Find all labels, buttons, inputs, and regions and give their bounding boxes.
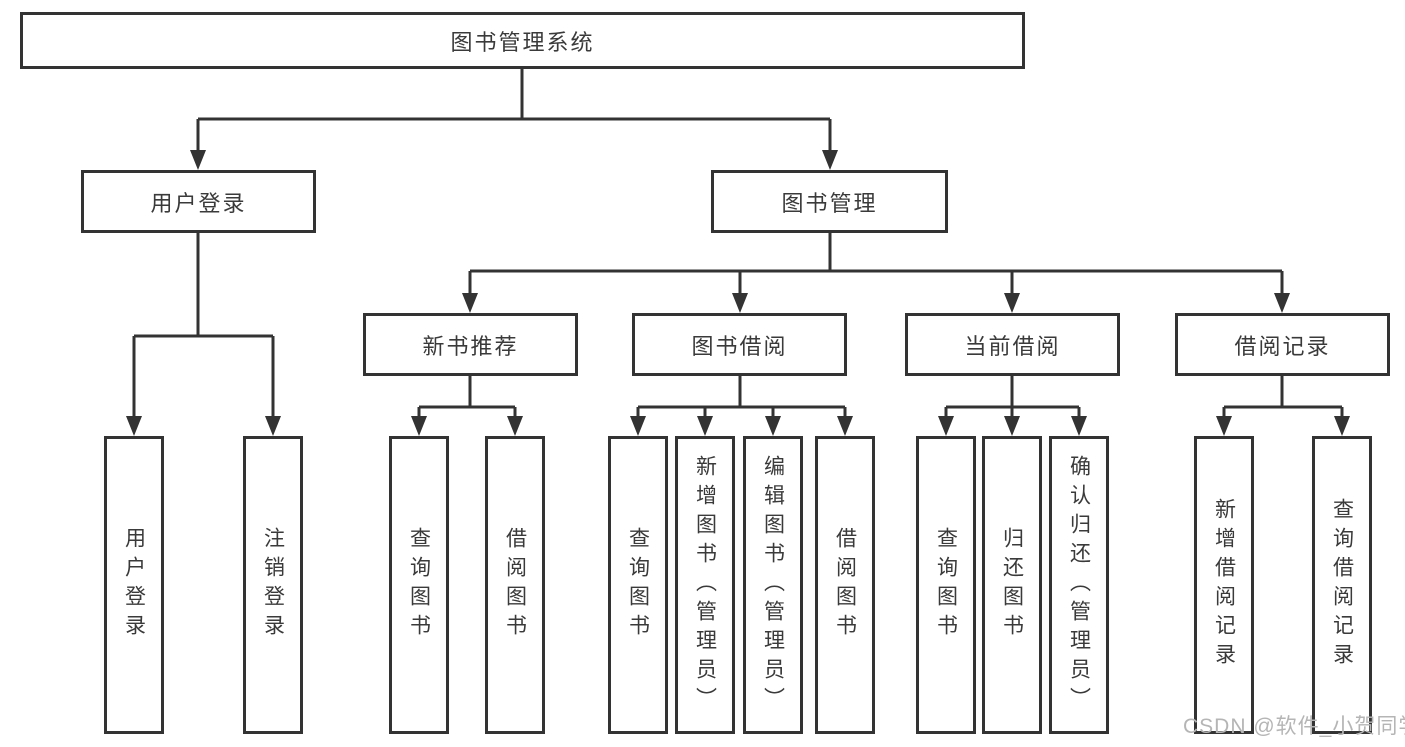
leaf-borrow-edit-books-admin: 编辑图书（管理员） — [743, 436, 803, 734]
leaf-newbook-borrow-books: 借阅图书 — [485, 436, 545, 734]
leaf-current-confirm-return-admin: 确认归还（管理员） — [1049, 436, 1109, 734]
node-label: 查询图书 — [407, 527, 431, 643]
node-label: 查询图书 — [934, 527, 958, 643]
node-label: 借阅图书 — [503, 527, 527, 643]
node-label: 当前借阅 — [964, 333, 1061, 359]
leaf-user-login: 用户登录 — [104, 436, 164, 734]
leaf-current-query-books: 查询图书 — [916, 436, 976, 734]
node-library-system: 图书管理系统 — [20, 12, 1025, 69]
node-label: 图书管理系统 — [450, 29, 595, 55]
node-label: 编辑图书（管理员） — [761, 454, 785, 716]
watermark: CSDN @软件_小贺同学 — [1183, 715, 1405, 738]
node-label: 借阅记录 — [1234, 333, 1331, 359]
leaf-user-logout: 注销登录 — [243, 436, 303, 734]
leaf-borrow-add-books-admin: 新增图书（管理员） — [675, 436, 735, 734]
node-label: 新增图书（管理员） — [693, 454, 717, 716]
node-label: 图书管理 — [781, 190, 878, 216]
leaf-records-query-borrow-record: 查询借阅记录 — [1312, 436, 1372, 734]
node-label: 新书推荐 — [422, 333, 519, 359]
node-label: 注销登录 — [261, 527, 285, 643]
node-label: 图书借阅 — [691, 333, 788, 359]
node-book-management: 图书管理 — [711, 170, 948, 233]
node-user-login: 用户登录 — [81, 170, 316, 233]
leaf-records-add-borrow-record: 新增借阅记录 — [1194, 436, 1254, 734]
leaf-newbook-query-books: 查询图书 — [389, 436, 449, 734]
leaf-borrow-query-books: 查询图书 — [608, 436, 668, 734]
node-label: 借阅图书 — [833, 527, 857, 643]
node-book-borrowing: 图书借阅 — [632, 313, 847, 376]
node-label: 用户登录 — [150, 190, 247, 216]
node-label: 归还图书 — [1000, 527, 1024, 643]
node-label: 确认归还（管理员） — [1067, 454, 1091, 716]
node-label: 新增借阅记录 — [1212, 498, 1236, 672]
node-label: 查询借阅记录 — [1330, 498, 1354, 672]
node-label: 用户登录 — [122, 527, 146, 643]
node-borrowing-records: 借阅记录 — [1175, 313, 1390, 376]
node-current-borrowing: 当前借阅 — [905, 313, 1120, 376]
leaf-borrow-borrow-books: 借阅图书 — [815, 436, 875, 734]
leaf-current-return-books: 归还图书 — [982, 436, 1042, 734]
node-label: 查询图书 — [626, 527, 650, 643]
node-new-book-recommend: 新书推荐 — [363, 313, 578, 376]
